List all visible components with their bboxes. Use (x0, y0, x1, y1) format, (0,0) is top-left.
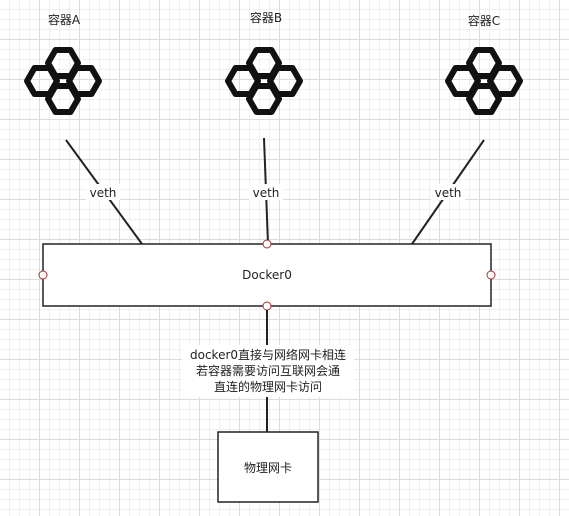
physical-nic-box[interactable] (217, 431, 319, 503)
note-line-3: 直连的物理网卡访问 (214, 379, 322, 394)
bridge-port-right[interactable] (486, 270, 496, 280)
hexagon-shape (66, 65, 102, 97)
note-line-1: docker0直接与网络网卡相连 (190, 347, 346, 362)
hexagon-shape (267, 65, 303, 97)
container-b-label: 容器B (250, 10, 282, 25)
veth-label-a: veth (90, 186, 117, 200)
bridge-port-top[interactable] (262, 239, 272, 249)
docker0-bridge-label: Docker0 (242, 268, 292, 282)
veth-label-c: veth (435, 186, 462, 200)
container-c-icon (445, 47, 523, 115)
container-a-label: 容器A (48, 12, 81, 27)
container-c-label: 容器C (468, 13, 500, 28)
container-b-icon (225, 47, 303, 115)
container-a-icon (24, 47, 102, 115)
veth-label-c-bg (431, 184, 465, 200)
hexagon-shape (466, 83, 502, 115)
bridge-port-left[interactable] (38, 270, 48, 280)
hexagon-shape (487, 65, 523, 97)
note-line-2: 若容器需要访问互联网会通 (196, 363, 340, 378)
veth-label-a-bg (86, 184, 120, 200)
note-bg (182, 345, 354, 397)
veth-label-b: veth (253, 186, 280, 200)
hexagon-shape (45, 83, 81, 115)
veth-label-b-bg (249, 184, 283, 200)
bridge-port-bottom[interactable] (262, 301, 272, 311)
hexagon-shape (246, 83, 282, 115)
physical-nic-label: 物理网卡 (244, 461, 292, 475)
